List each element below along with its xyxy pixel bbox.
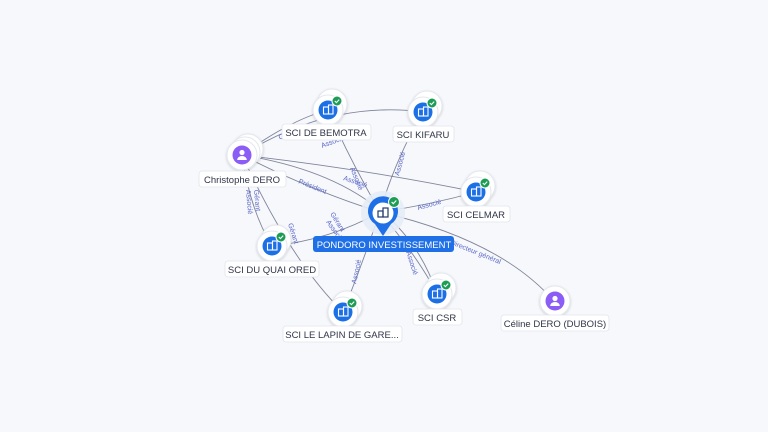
check-badge-icon [440,279,452,291]
building-icon [417,106,429,117]
building-icon [337,306,349,317]
building-icon [377,207,389,218]
check-badge-icon [479,177,491,189]
person-node-christophe[interactable] [226,133,264,171]
person-label-celine[interactable]: Céline DERO (DUBOIS) [504,319,606,330]
company-label-lapin[interactable]: SCI LE LAPIN DE GARE... [285,330,399,341]
edge-label-associe-csr: Associé [404,250,418,276]
edge-label-associe-lapin: Associé [351,259,363,285]
building-icon [266,240,278,251]
check-badge-icon [388,196,400,208]
center-label-bg [313,236,454,252]
company-node-quai[interactable] [256,224,292,262]
check-badge-icon [275,231,287,243]
person-icon [237,149,247,160]
edge-label-president: Président [297,178,327,196]
edge-center-celine [379,211,554,301]
company-node-celmar[interactable] [460,170,496,208]
edge-label-gerant-quai: Gérant [252,190,261,212]
check-badge-icon [346,297,358,309]
company-label-kifaru[interactable]: SCI KIFARU [397,130,450,141]
edge-label-associe-center-celmar: Associé [417,199,443,212]
edge-christophe-celmar [241,154,477,193]
company-node-bemotra[interactable] [312,88,348,126]
edge-label-associe-kifaru: Associé [394,151,407,177]
company-label-bemotra[interactable]: SCI DE BEMOTRA [285,128,367,139]
company-node-lapin[interactable] [327,290,363,328]
building-icon [431,288,443,299]
building-icon [322,104,334,115]
person-node-celine[interactable] [539,285,571,317]
company-label-quai[interactable]: SCI DU QUAI ORED [228,265,316,276]
person-icon [550,295,560,306]
company-label-csr[interactable]: SCI CSR [418,313,457,324]
check-badge-icon [426,97,438,109]
edge-label-associe-quai: Associé [244,190,253,215]
person-label-christophe[interactable]: Christophe DERO [204,175,280,186]
building-icon [470,186,482,197]
center-node[interactable] [361,191,405,236]
company-node-csr[interactable] [421,272,457,310]
company-node-kifaru[interactable] [407,90,443,128]
company-label-celmar[interactable]: SCI CELMAR [447,210,505,221]
edge-label-directeur: Directeur général [449,239,502,266]
center-label[interactable]: PONDORO INVESTISSEMENT [317,240,452,251]
check-badge-icon [331,95,343,107]
